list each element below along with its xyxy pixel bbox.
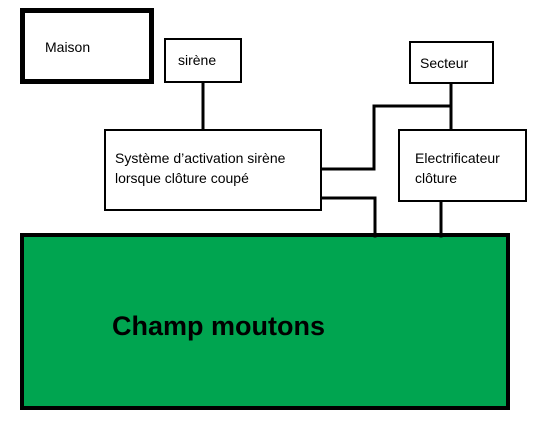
box-secteur: Secteur (409, 41, 494, 84)
box-sirene: sirène (164, 38, 242, 83)
box-fence-energizer-label: Electrificateur clôture (415, 150, 500, 186)
box-maison: Maison (20, 8, 154, 84)
field-label: Champ moutons (112, 311, 325, 341)
box-secteur-label: Secteur (420, 55, 469, 71)
box-maison-label: Maison (45, 39, 91, 55)
box-fence-energizer: Electrificateur clôture (398, 129, 527, 202)
box-activation-system-label: Système d’activation sirène lorsque clôt… (115, 150, 286, 186)
field-sheep-pasture: Champ moutons (20, 233, 510, 410)
box-sirene-label: sirène (178, 52, 217, 68)
box-activation-system: Système d’activation sirène lorsque clôt… (104, 129, 322, 211)
wire-systeme-to-field (320, 196, 377, 238)
